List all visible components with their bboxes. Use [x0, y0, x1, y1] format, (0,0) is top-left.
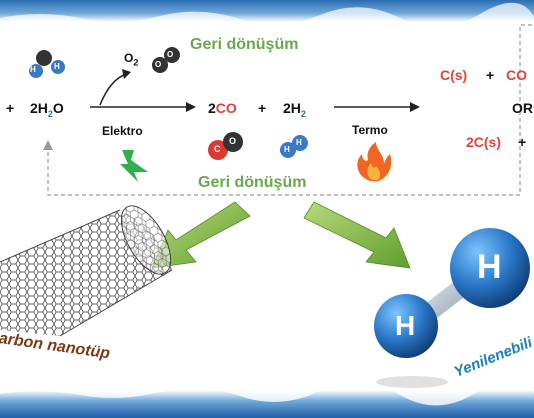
h2-molecule-icon [280, 135, 308, 158]
co-molecule-icon [208, 132, 243, 160]
product-plus-bottom: + [518, 134, 527, 150]
or-label: OR [512, 100, 533, 116]
product-plus-top: + [486, 67, 495, 83]
water-atom-h2: H [54, 62, 60, 71]
oxygen-atom-1: O [155, 60, 162, 69]
arrow-to-nanotube [151, 201, 251, 269]
recycle-label-top: Geri dönüşüm [190, 36, 299, 53]
mid-plus: + [258, 100, 267, 116]
h2-atom-1: H [284, 145, 290, 154]
left-plus: + [6, 100, 15, 116]
flame-icon [357, 142, 392, 181]
arrow-to-hydrogen [303, 201, 411, 269]
water-molecule-icon [29, 50, 65, 78]
product-co2: CO [506, 67, 527, 83]
product-2-carbon-solid: 2C(s) [466, 134, 502, 150]
lightning-bolt-icon [120, 150, 148, 182]
recycle-label-bottom: Geri dönüşüm [198, 174, 307, 191]
co-atom-c: C [214, 144, 221, 154]
water-wave-bottom [0, 376, 534, 406]
hydrogen-formula: 2H2 [283, 100, 306, 119]
h2-atom-2: H [296, 138, 302, 147]
h-atom-left-3d: H [395, 310, 416, 341]
reaction-arrow-thermo-head [410, 102, 420, 112]
reaction-arrow-electro-head [186, 102, 196, 112]
electro-label: Elektro [102, 124, 143, 138]
oxygen-atom-2: O [167, 50, 174, 59]
oxygen-release-arrowhead [122, 69, 131, 79]
co-atom-o: O [229, 136, 237, 146]
water-band-top [0, 0, 534, 22]
h-atom-right-3d: H [477, 248, 502, 286]
hydrogen-molecule-3d-graphic [374, 228, 530, 388]
recycle-loop-arrowhead [43, 140, 53, 150]
oxygen-release-arrow [99, 73, 127, 106]
water-wave-top [0, 2, 534, 28]
oxygen-formula: O2 [124, 51, 139, 68]
water-atom-h1: H [30, 65, 36, 74]
carbon-nanotube-graphic [0, 205, 173, 337]
recycle-loop-dashed [47, 24, 534, 196]
thermo-label: Termo [352, 123, 388, 137]
co-formula: 2CO [208, 100, 237, 116]
oxygen-molecule-icon [152, 47, 180, 73]
water-formula: 2H2O [30, 100, 64, 119]
product-carbon-solid: C(s) [440, 67, 468, 83]
